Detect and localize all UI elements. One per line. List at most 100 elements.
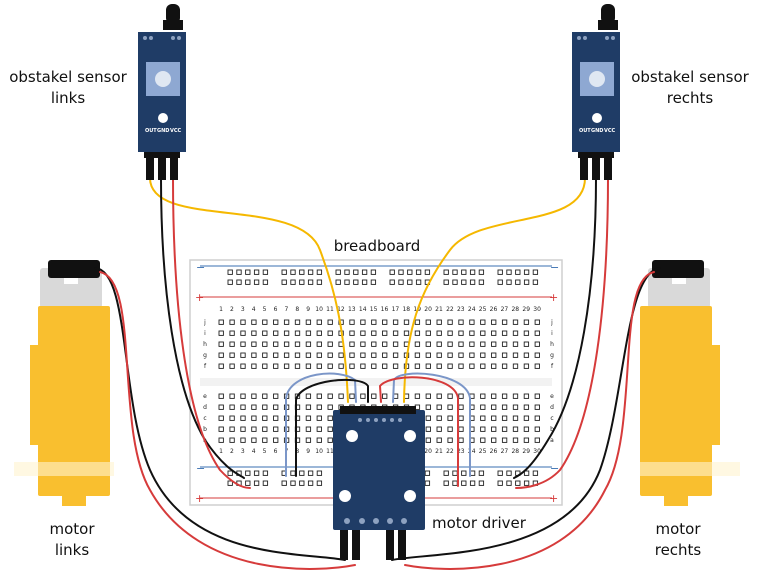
sensor-left-pin-gnd: GND xyxy=(157,128,169,134)
breadboard-hole xyxy=(407,269,413,275)
breadboard-hole xyxy=(218,341,224,347)
breadboard-hole xyxy=(240,415,246,421)
breadboard-row-letter: b xyxy=(550,426,554,433)
breadboard-hole xyxy=(283,352,290,358)
breadboard-column-number: 1 xyxy=(219,306,223,313)
breadboard-hole xyxy=(512,404,519,410)
breadboard-hole xyxy=(218,363,224,369)
sensor-right-label-line1: obstakel sensor xyxy=(631,68,749,86)
breadboard-hole xyxy=(414,341,421,347)
breadboard-hole xyxy=(501,426,508,432)
breadboard-hole xyxy=(436,426,442,432)
breadboard-hole xyxy=(523,352,530,358)
breadboard-hole xyxy=(299,480,305,486)
breadboard-column-number: 23 xyxy=(457,306,465,313)
breadboard-hole xyxy=(327,363,333,369)
breadboard-hole xyxy=(327,341,333,347)
breadboard-hole xyxy=(447,415,453,421)
breadboard-hole xyxy=(458,330,464,336)
breadboard-row-letter: h xyxy=(203,341,207,348)
breadboard-hole xyxy=(371,352,377,358)
breadboard-hole xyxy=(501,330,508,336)
breadboard-hole xyxy=(523,393,530,399)
breadboard-hole xyxy=(480,404,486,410)
breadboard-hole xyxy=(294,363,301,369)
breadboard-hole xyxy=(480,393,486,399)
breadboard-hole xyxy=(360,341,366,347)
breadboard-hole xyxy=(327,319,333,325)
breadboard-hole xyxy=(447,404,453,410)
breadboard-hole xyxy=(281,279,287,285)
breadboard-hole xyxy=(294,330,301,336)
breadboard-hole xyxy=(294,341,301,347)
breadboard-column-number: 11 xyxy=(326,306,334,313)
breadboard-hole xyxy=(262,330,268,336)
breadboard-hole xyxy=(360,363,366,369)
breadboard-row-letter: i xyxy=(551,330,553,337)
breadboard-hole xyxy=(458,393,464,399)
breadboard-hole xyxy=(245,269,251,275)
breadboard-hole xyxy=(515,279,521,285)
breadboard-hole xyxy=(480,415,486,421)
breadboard-hole xyxy=(403,330,410,336)
breadboard-hole xyxy=(382,363,388,369)
breadboard-column-number: 28 xyxy=(511,306,519,313)
breadboard-hole xyxy=(424,470,431,476)
breadboard-column-number: 14 xyxy=(359,306,367,313)
breadboard-hole xyxy=(469,279,476,285)
breadboard-hole xyxy=(240,330,246,336)
breadboard-hole xyxy=(497,470,503,476)
breadboard-hole xyxy=(344,279,350,285)
breadboard-hole xyxy=(512,393,519,399)
breadboard-hole xyxy=(227,470,233,476)
breadboard-hole xyxy=(523,426,530,432)
breadboard-hole xyxy=(251,393,257,399)
breadboard-hole xyxy=(382,319,388,325)
breadboard-hole xyxy=(414,363,421,369)
breadboard-hole xyxy=(262,470,269,476)
breadboard-hole xyxy=(491,426,497,432)
breadboard-hole xyxy=(389,269,395,275)
breadboard-hole xyxy=(316,341,322,347)
breadboard-hole xyxy=(218,319,224,325)
breadboard-column-number: 20 xyxy=(424,306,432,313)
breadboard-hole xyxy=(227,279,233,285)
breadboard-hole xyxy=(338,363,344,369)
wire-left-out xyxy=(149,177,349,403)
motor-right xyxy=(640,260,740,506)
breadboard-hole xyxy=(273,426,279,432)
breadboard-column-number: 1 xyxy=(219,448,223,455)
breadboard-column-number: 25 xyxy=(479,306,487,313)
breadboard-hole xyxy=(469,330,475,336)
breadboard-hole xyxy=(360,319,366,325)
breadboard-hole xyxy=(512,330,519,336)
breadboard-hole xyxy=(443,480,449,486)
breadboard-hole xyxy=(307,480,314,486)
breadboard-column-number: 4 xyxy=(252,448,256,455)
breadboard-hole xyxy=(461,480,467,486)
breadboard-hole xyxy=(335,279,341,285)
breadboard-hole xyxy=(307,279,314,285)
breadboard-row-letter: f xyxy=(551,363,554,370)
breadboard-hole xyxy=(229,426,235,432)
breadboard-hole xyxy=(327,437,333,443)
breadboard-hole xyxy=(501,437,508,443)
breadboard-hole xyxy=(407,279,413,285)
breadboard-hole xyxy=(512,341,519,347)
breadboard-hole xyxy=(497,279,503,285)
breadboard-hole xyxy=(425,319,431,325)
breadboard-column-number: 9 xyxy=(306,306,310,313)
breadboard-hole xyxy=(251,426,257,432)
breadboard-hole xyxy=(290,279,296,285)
breadboard-column-number: 30 xyxy=(533,306,541,313)
breadboard-hole xyxy=(371,393,377,399)
breadboard-column-number: 6 xyxy=(274,306,278,313)
breadboard-hole xyxy=(245,470,251,476)
breadboard-hole xyxy=(491,330,497,336)
breadboard-hole xyxy=(371,363,377,369)
breadboard-column-number: 30 xyxy=(533,448,541,455)
breadboard-hole xyxy=(424,480,431,486)
breadboard-hole xyxy=(523,279,530,285)
breadboard-hole xyxy=(253,470,260,476)
